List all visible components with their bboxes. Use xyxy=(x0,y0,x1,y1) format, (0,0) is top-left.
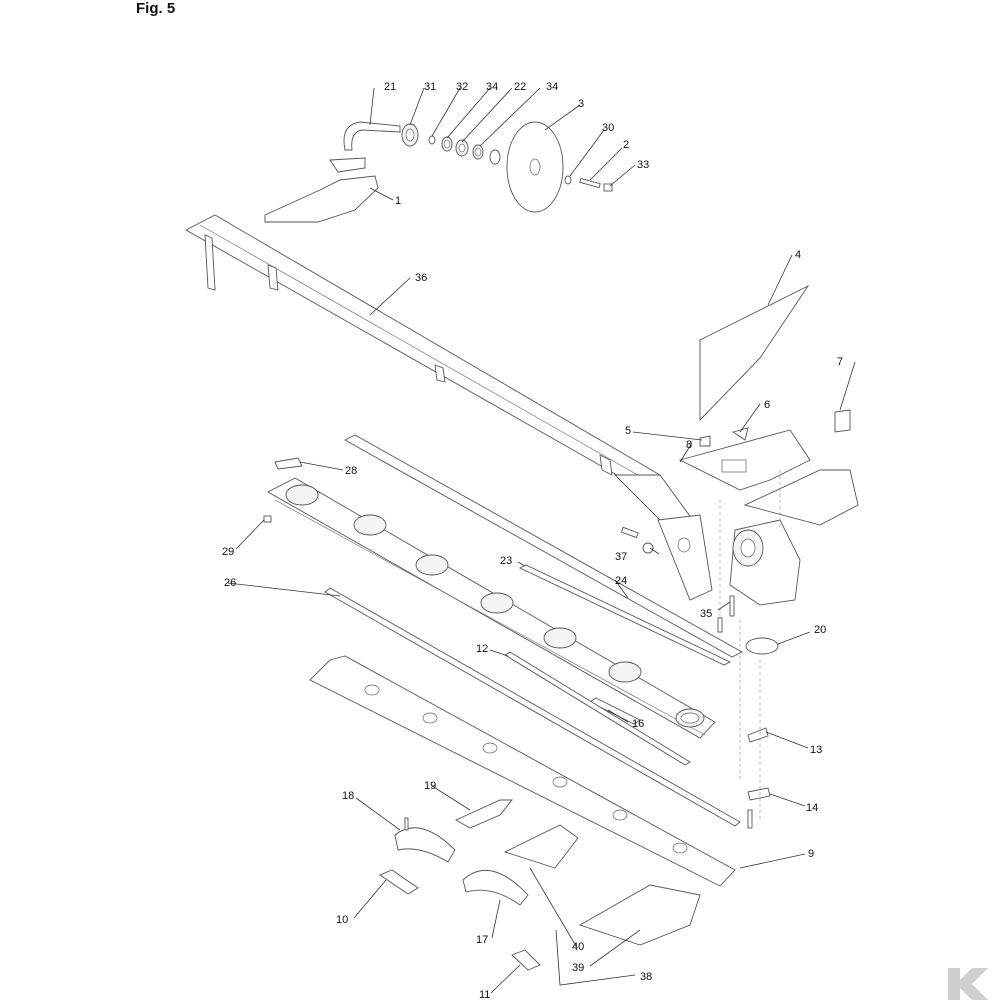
part-5-clip xyxy=(699,435,711,447)
part-6-clip xyxy=(731,427,749,441)
label-19: 19 xyxy=(424,780,436,792)
part-32-ring xyxy=(428,135,436,145)
gearbox xyxy=(729,519,801,606)
part-19-bracket xyxy=(455,799,513,829)
figure-title: Fig. 5 xyxy=(136,0,176,17)
label-37: 37 xyxy=(615,551,627,563)
label-7: 7 xyxy=(837,356,843,368)
bearing-housing xyxy=(657,514,713,601)
part-40-plate xyxy=(503,824,579,869)
label-12: 12 xyxy=(476,643,488,655)
label-16: 16 xyxy=(632,718,644,730)
label-23: 23 xyxy=(500,555,512,567)
label-21: 21 xyxy=(384,81,396,93)
part-7-bracket xyxy=(834,409,851,433)
part-35-bolt xyxy=(717,595,735,633)
part-30-washer xyxy=(564,175,572,185)
label-8: 8 xyxy=(686,439,692,451)
label-34b: 34 xyxy=(546,81,558,93)
label-14: 14 xyxy=(806,802,818,814)
part-28-plate xyxy=(274,457,303,470)
part-21-rod xyxy=(343,121,401,151)
label-40: 40 xyxy=(572,941,584,953)
label-36: 36 xyxy=(415,272,427,284)
part-14-bracket xyxy=(747,787,771,829)
label-2: 2 xyxy=(623,139,629,151)
label-17: 17 xyxy=(476,934,488,946)
part-8-shield xyxy=(678,429,811,491)
label-32: 32 xyxy=(456,81,468,93)
assembly-lines xyxy=(719,470,781,820)
part-17-skid xyxy=(462,869,529,906)
part-12-strip xyxy=(504,651,691,766)
right-skid xyxy=(743,469,859,526)
part-4-guard xyxy=(699,284,810,422)
part-1-bracket xyxy=(264,157,379,223)
part-18-skid xyxy=(394,817,456,863)
part-20-oring xyxy=(745,637,779,655)
label-1: 1 xyxy=(395,195,401,207)
part-labels: 21 31 32 34 22 34 3 30 2 33 1 36 4 7 6 5… xyxy=(222,81,843,1000)
part-23-bar xyxy=(518,564,732,666)
cutter-bar xyxy=(267,477,716,739)
label-26: 26 xyxy=(224,577,236,589)
part-34-ring-c xyxy=(489,149,501,165)
part-33-nut xyxy=(603,183,613,192)
part-3-disc xyxy=(506,121,564,213)
label-4: 4 xyxy=(795,249,801,261)
part-31-bushing xyxy=(401,123,419,147)
label-28: 28 xyxy=(345,465,357,477)
part-29-nut xyxy=(263,515,272,523)
part-9-skid-plate xyxy=(309,655,736,887)
label-33: 33 xyxy=(637,159,649,171)
label-35: 35 xyxy=(700,608,712,620)
label-5: 5 xyxy=(625,425,631,437)
label-30: 30 xyxy=(602,122,614,134)
label-20: 20 xyxy=(814,624,826,636)
label-11: 11 xyxy=(479,989,490,1000)
part-36-frame xyxy=(185,214,701,541)
label-13: 13 xyxy=(810,744,822,756)
label-31: 31 xyxy=(424,81,436,93)
part-13-bracket xyxy=(747,727,769,743)
label-10: 10 xyxy=(336,914,348,926)
part-34-ring-a xyxy=(441,136,453,152)
label-38: 38 xyxy=(640,971,652,983)
part-22-bearing xyxy=(455,139,469,157)
label-3: 3 xyxy=(578,98,584,110)
label-6: 6 xyxy=(764,399,770,411)
part-24-bar xyxy=(344,434,743,658)
label-22: 22 xyxy=(514,81,526,93)
k-logo-icon xyxy=(948,968,988,1000)
label-39: 39 xyxy=(572,962,584,974)
part-39-skid xyxy=(578,884,701,946)
part-34-ring-b xyxy=(472,144,484,160)
leader-lines xyxy=(227,87,856,994)
label-18: 18 xyxy=(342,790,354,802)
label-34a: 34 xyxy=(486,81,498,93)
label-9: 9 xyxy=(808,848,814,860)
part-11-bracket xyxy=(511,949,541,971)
part-2-bolt xyxy=(579,177,601,189)
part-10-bracket xyxy=(379,869,419,895)
part-26-strip xyxy=(324,587,741,827)
part-37-bolt xyxy=(620,526,654,554)
label-24: 24 xyxy=(615,575,627,587)
label-29: 29 xyxy=(222,546,234,558)
